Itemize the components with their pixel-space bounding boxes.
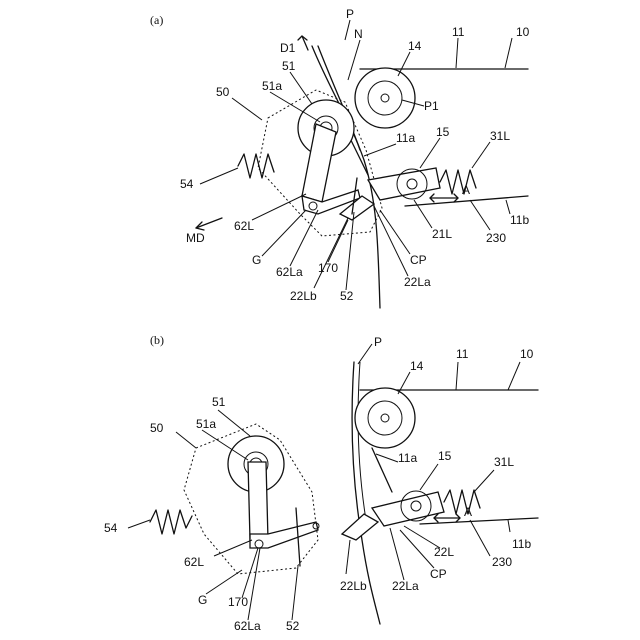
label-15: 15 [436,125,450,139]
label-11a: 11a [396,131,415,145]
label-51a: 51a [196,417,216,431]
label-51: 51 [282,59,296,73]
label-51: 51 [212,395,226,409]
label-54: 54 [104,521,118,535]
label-15: 15 [438,449,452,463]
label-n: N [354,27,363,41]
label-230: 230 [492,555,512,569]
label-cp: CP [430,567,447,581]
label-d1: D1 [280,41,296,55]
label-md: MD [186,231,205,245]
roller-14 [355,68,415,128]
label-50: 50 [216,85,230,99]
claw-22Lb [342,514,378,540]
claw-22L [372,492,444,526]
label-g: G [252,253,261,267]
label-p: P [346,7,354,21]
label-31l: 31L [494,455,514,469]
label-10: 10 [516,25,530,39]
label-50: 50 [150,421,164,435]
spring-31L [444,490,480,514]
panel-a-caption: (a) [150,13,163,27]
label-170: 170 [228,595,248,609]
panel-a: (a) [150,7,530,308]
label-22l: 22L [434,545,454,559]
claw-22L [368,168,440,200]
label-a: A [464,505,472,519]
lever-62L [248,462,268,540]
label-170: 170 [318,261,338,275]
label-22la: 22La [404,275,431,289]
spring-54 [150,510,192,534]
guide-11b-line [405,196,528,206]
label-21l: 21L [432,227,452,241]
label-62l: 62L [234,219,254,233]
spring-31L [440,170,476,194]
label-11a: 11a [398,451,417,465]
label-52: 52 [286,619,300,633]
label-p: P [374,335,382,349]
label-g: G [198,593,207,607]
label-10: 10 [520,347,534,361]
label-11b: 11b [510,213,529,227]
label-51a: 51a [262,79,282,93]
panel-b-caption: (b) [150,333,164,347]
label-a: A [462,183,470,197]
spring-54 [238,154,274,178]
guide-11a-line [372,448,392,492]
panel-a-leaders [200,20,512,290]
label-62la: 62La [276,265,303,279]
label-22lb: 22Lb [340,579,367,593]
label-11: 11 [452,25,465,39]
label-230: 230 [486,231,506,245]
label-22la: 22La [392,579,419,593]
label-62la: 62La [234,619,261,633]
label-p1: P1 [424,99,439,113]
label-cp: CP [410,253,427,267]
arrow-md [196,218,222,228]
label-11: 11 [456,347,469,361]
label-52: 52 [340,289,354,303]
label-22lb: 22Lb [290,289,317,303]
panel-b: (b) [104,333,538,633]
label-54: 54 [180,177,194,191]
label-14: 14 [408,39,422,53]
label-14: 14 [410,359,424,373]
roller-14 [355,388,415,448]
label-62l: 62L [184,555,204,569]
label-31l: 31L [490,129,510,143]
label-11b: 11b [512,537,531,551]
